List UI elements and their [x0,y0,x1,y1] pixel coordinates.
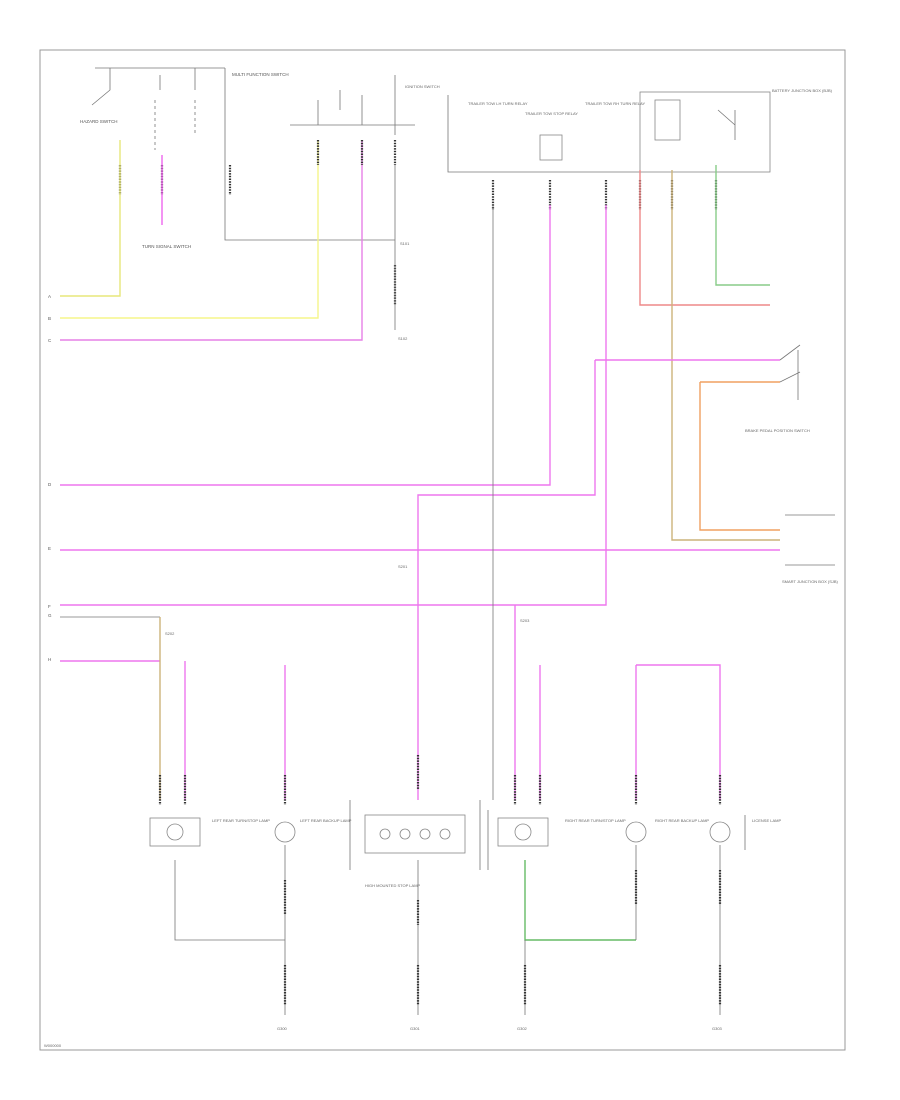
turn-signal-switch-label: TURN SIGNAL SWITCH [142,244,191,249]
wire-magenta-d [60,205,551,486]
side-label-h: H [48,657,51,662]
splice-s101: S101 [400,241,410,246]
relay-block: TRAILER TOW LH TURN RELAY TRAILER TOW ST… [447,95,645,173]
multifunction-switch-label: MULTI FUNCTION SWITCH [232,72,289,77]
license-lamp: LICENSE LAMP [709,815,781,850]
trailer-tow-stop-label: TRAILER TOW STOP RELAY [525,111,578,116]
trailer-tow-lh-label: TRAILER TOW LH TURN RELAY [468,101,528,106]
trailer-tow-rh-label: TRAILER TOW RH TURN RELAY [585,101,645,106]
footer-code: W000000 [44,1043,62,1048]
side-label-b: B [48,316,51,321]
wire-magenta-rh-backup [635,664,721,800]
wire-green-bjb [715,165,770,286]
wire-yellow-2 [60,140,319,319]
wire-magenta-rh-rise [417,360,596,800]
lh-rear-lamp: LEFT REAR TURN/STOP LAMP [149,817,270,847]
ground-g300: G300 [277,1026,288,1031]
side-label-c: C [48,338,52,343]
ignition-switch-label: IGNITION SWITCH [405,84,440,89]
brake-pedal-switch: BRAKE PEDAL POSITION SWITCH [745,344,810,433]
side-label-f: F [48,604,51,609]
splice-s202: S202 [165,631,175,636]
wire-orange-brake [699,381,780,531]
side-label-e: E [48,546,51,551]
smart-junction-box: SMART JUNCTION BOX (SJB) [782,514,839,584]
wire-green-rh [524,860,636,941]
lh-backup-label: LEFT REAR BACKUP LAMP [300,818,352,823]
wire-magenta-ms [60,140,363,341]
wire-magenta-f [60,205,607,606]
rh-rear-lamp: RIGHT REAR TURN/STOP LAMP [487,810,626,870]
ground-g302: G302 [517,1026,528,1031]
wire-yellow-1 [60,140,121,297]
ignition-switch-group: IGNITION SWITCH [290,75,440,135]
rh-backup-label: RIGHT REAR BACKUP LAMP [655,818,709,823]
bjb-label: BATTERY JUNCTION BOX (BJB) [772,88,833,93]
hazard-switch-group: HAZARD SWITCH TURN SIGNAL SWITCH MULTI F… [80,67,395,249]
hazard-switch-label: HAZARD SWITCH [80,119,118,124]
lh-backup-lamp: LEFT REAR BACKUP LAMP [274,818,352,843]
splice-s203: S203 [520,618,530,623]
license-lamp-label: LICENSE LAMP [752,818,781,823]
sjb-label: SMART JUNCTION BOX (SJB) [782,579,839,584]
wire-tan-bjb [671,170,780,541]
side-label-d: D [48,482,52,487]
rh-backup-lamp: RIGHT REAR BACKUP LAMP [625,818,709,843]
lh-rear-lamp-label: LEFT REAR TURN/STOP LAMP [212,818,270,823]
ground-g303: G303 [712,1026,723,1031]
splice-s201: S201 [398,564,408,569]
ground-labels: G300 G301 G302 G303 [277,1026,723,1031]
ground-g301: G301 [410,1026,421,1031]
high-mount-stop-lamp: HIGH MOUNTED STOP LAMP [349,800,481,888]
side-labels: A B C D E F G H [48,294,52,662]
side-label-g: G [48,613,52,618]
rh-rear-lamp-label: RIGHT REAR TURN/STOP LAMP [565,818,626,823]
splice-s102: S102 [398,336,408,341]
battery-junction-box: BATTERY JUNCTION BOX (BJB) [639,88,833,173]
high-mount-label: HIGH MOUNTED STOP LAMP [365,883,421,888]
brake-switch-label: BRAKE PEDAL POSITION SWITCH [745,428,810,433]
wire-red-bjb [639,170,770,306]
diagram-frame [39,49,846,1051]
side-label-a: A [48,294,51,299]
